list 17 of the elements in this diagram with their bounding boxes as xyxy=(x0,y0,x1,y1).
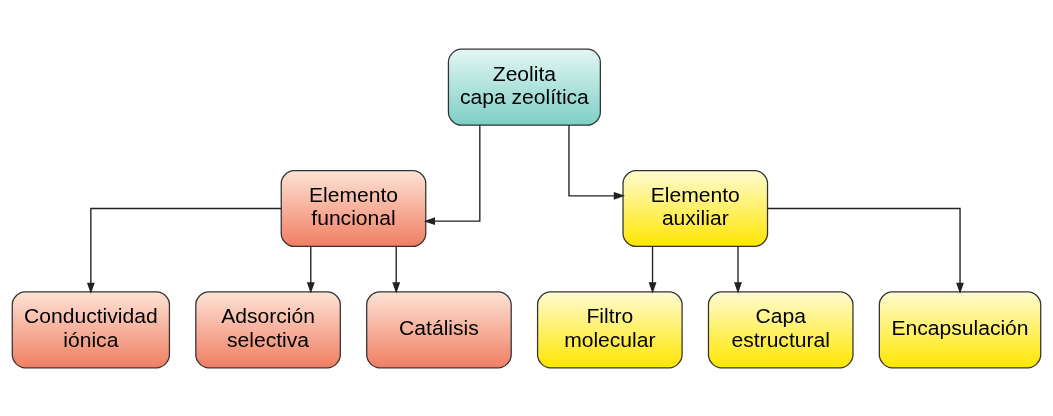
arrow xyxy=(734,245,742,294)
node-box: Zeolita capa zeolítica xyxy=(447,48,601,126)
arrow xyxy=(423,124,481,225)
node-box: Adsorción selectiva xyxy=(195,290,341,368)
arrow xyxy=(648,245,657,294)
node-box: Catálisis xyxy=(366,290,512,368)
arrow xyxy=(86,207,282,294)
node-box: Elemento auxiliar xyxy=(622,169,769,247)
arrow xyxy=(392,245,401,294)
arrow xyxy=(568,124,625,200)
arrow xyxy=(766,207,964,294)
node-box: Filtro molecular xyxy=(536,290,683,368)
node-box: Elemento funcional xyxy=(280,169,427,247)
arrow xyxy=(306,245,315,294)
node-box: Capa estructural xyxy=(707,290,854,368)
node-box: Conductividad iónica xyxy=(11,290,171,368)
node-box: Encapsulación xyxy=(878,290,1042,368)
